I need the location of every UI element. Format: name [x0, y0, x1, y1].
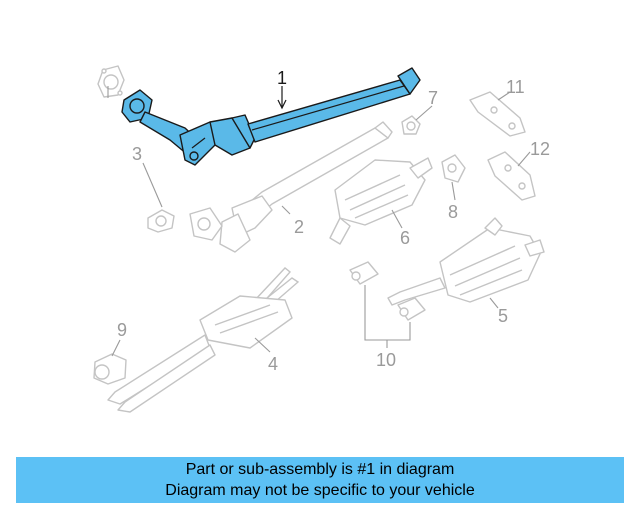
callout-5: 5 — [498, 306, 508, 326]
callout-9: 9 — [117, 320, 127, 340]
part-4-rear-pipe-assembly — [107, 267, 300, 413]
callout-6: 6 — [400, 228, 410, 248]
banner-disclaimer-line: Diagram may not be specific to your vehi… — [165, 482, 475, 499]
callout-12: 12 — [530, 139, 550, 159]
part-5-rear-muffler — [387, 217, 545, 306]
part-11-bracket — [469, 91, 526, 137]
part-3-gasket-lower — [147, 209, 175, 233]
exhaust-parts-diagram: 1 2 3 4 5 6 7 8 9 10 11 12 — [93, 65, 550, 413]
callout-11: 11 — [506, 77, 525, 97]
callout-1: 1 — [277, 68, 287, 88]
callout-7: 7 — [428, 88, 438, 108]
part-8-hanger — [441, 154, 466, 183]
callout-8: 8 — [448, 202, 458, 222]
part-2-intermediate-pipe — [189, 121, 393, 253]
part-12-bracket — [487, 151, 536, 201]
part-7-clamp — [401, 115, 421, 135]
part-3-gasket-upper — [97, 65, 125, 98]
part-9-clamp — [93, 353, 127, 385]
part-1-front-pipe[interactable] — [121, 67, 421, 166]
part-info-banner: Part or sub-assembly is #1 in diagram Di… — [16, 457, 624, 503]
part-6-center-muffler — [329, 157, 433, 245]
banner-part-line: Part or sub-assembly is #1 in diagram — [185, 461, 455, 478]
callout-2: 2 — [294, 217, 304, 237]
callout-3: 3 — [132, 144, 142, 164]
callout-4: 4 — [268, 354, 278, 374]
callout-10: 10 — [376, 350, 396, 370]
part-10-clamps — [349, 261, 426, 321]
leader-lines — [107, 86, 531, 357]
